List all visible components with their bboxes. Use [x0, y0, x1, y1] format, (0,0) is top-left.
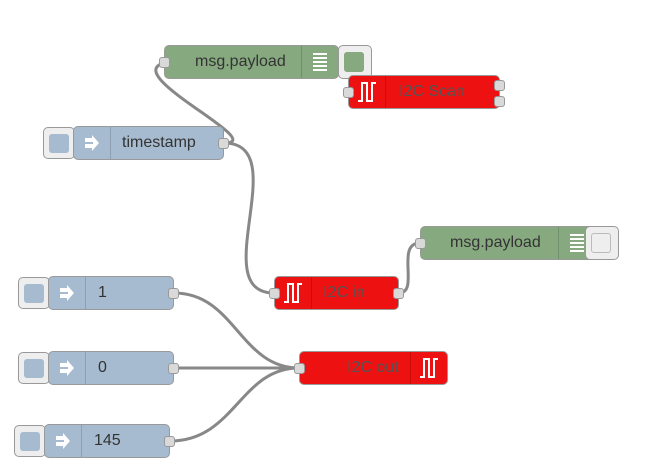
input-port[interactable] [294, 363, 305, 374]
debug-toggle-button[interactable] [585, 226, 619, 260]
i2c-out-node[interactable]: I2C out [294, 351, 448, 385]
inject-button-1[interactable] [18, 277, 50, 309]
inject-label: 1 [98, 284, 107, 301]
inject-label: 145 [94, 432, 121, 449]
input-port[interactable] [159, 57, 170, 68]
output-port-1[interactable] [494, 80, 505, 91]
inject-node-0[interactable]: 0 [48, 351, 179, 385]
arrow-right-icon [74, 127, 111, 159]
input-port[interactable] [343, 87, 354, 98]
i2c-in-node[interactable]: I2C in [269, 276, 404, 310]
i2c-icon [410, 352, 447, 384]
arrow-right-icon [45, 425, 82, 457]
wire-timestamp-to-i2c-in[interactable] [222, 141, 276, 295]
output-port[interactable] [218, 138, 229, 149]
i2c-scan-label: I2C Scan [399, 83, 465, 100]
input-port[interactable] [415, 238, 426, 249]
inject-node-timestamp[interactable]: timestamp [73, 126, 229, 160]
inject-button-145[interactable] [14, 425, 46, 457]
input-port[interactable] [269, 288, 280, 299]
list-icon [558, 227, 595, 259]
i2c-out-label: I2C out [347, 359, 399, 376]
output-port-2[interactable] [494, 96, 505, 107]
list-icon [301, 46, 338, 78]
i2c-icon [349, 76, 386, 108]
wire-inject-145-to-i2c-out[interactable] [168, 366, 301, 443]
wire-inject-1-to-i2c-out[interactable] [172, 291, 301, 370]
output-port[interactable] [164, 436, 175, 447]
i2c-icon [275, 277, 312, 309]
inject-label: timestamp [122, 134, 196, 151]
i2c-scan-node[interactable]: I2C Scan [343, 75, 505, 109]
inject-button-0[interactable] [18, 352, 50, 384]
wire-timestamp-to-debug-top[interactable] [154, 61, 235, 145]
debug-node-label: msg.payload [450, 234, 541, 251]
debug-node-top[interactable]: msg.payload [159, 45, 339, 79]
arrow-right-icon [49, 352, 86, 384]
inject-label: 0 [98, 359, 107, 376]
wire-i2c-in-to-debug-mid[interactable] [397, 241, 422, 295]
output-port[interactable] [168, 288, 179, 299]
inject-node-145[interactable]: 145 [44, 424, 175, 458]
i2c-in-label: I2C in [323, 284, 365, 301]
inject-node-1[interactable]: 1 [48, 276, 179, 310]
output-port[interactable] [168, 363, 179, 374]
arrow-right-icon [49, 277, 86, 309]
inject-button-timestamp[interactable] [43, 127, 75, 159]
output-port[interactable] [393, 288, 404, 299]
debug-toggle-button[interactable] [338, 45, 372, 79]
debug-node-label: msg.payload [195, 53, 286, 70]
debug-node-mid[interactable]: msg.payload [415, 226, 596, 260]
